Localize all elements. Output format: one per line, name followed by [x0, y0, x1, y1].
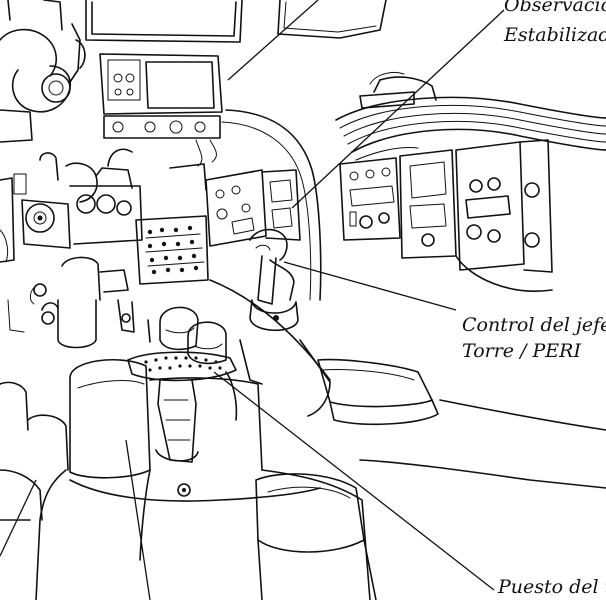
cable-bundles [335, 71, 606, 161]
gunner-pedestal [155, 379, 199, 497]
label-puesto-line1: Puesto del ti [498, 576, 606, 598]
center-button-panel [135, 215, 209, 285]
commander-control-handle [249, 228, 299, 331]
gunner-monitor [99, 53, 223, 167]
right-electrical-panels [339, 139, 553, 292]
gunner-seat [35, 339, 371, 600]
seat-block-right [299, 339, 606, 431]
leader-line-observacion [291, 9, 505, 209]
turret-wall [209, 109, 331, 381]
commander-small-panel [169, 163, 301, 247]
gunner-handles [29, 256, 135, 349]
lower-left-structure [0, 299, 69, 521]
label-control-line1: Control del jefe de [462, 314, 606, 336]
leader-line-left [0, 479, 37, 557]
lower-right-seat [255, 459, 606, 600]
leader-line-seat [125, 439, 151, 600]
label-control-line2: Torre / PERI [462, 340, 581, 362]
leader-line-control [283, 261, 457, 311]
handwheel-mechanism [0, 148, 143, 263]
leader-line-upper-sight [227, 0, 319, 81]
leader-lines [0, 0, 505, 600]
left-eyepiece-cluster [0, 0, 86, 143]
label-observacion-line2: Estabilizad [504, 24, 606, 46]
label-observacion-line1: Observacion [504, 0, 606, 16]
leader-line-puesto [213, 371, 495, 591]
upper-sight-box [85, 0, 387, 43]
gunner-eyecups [147, 306, 227, 365]
